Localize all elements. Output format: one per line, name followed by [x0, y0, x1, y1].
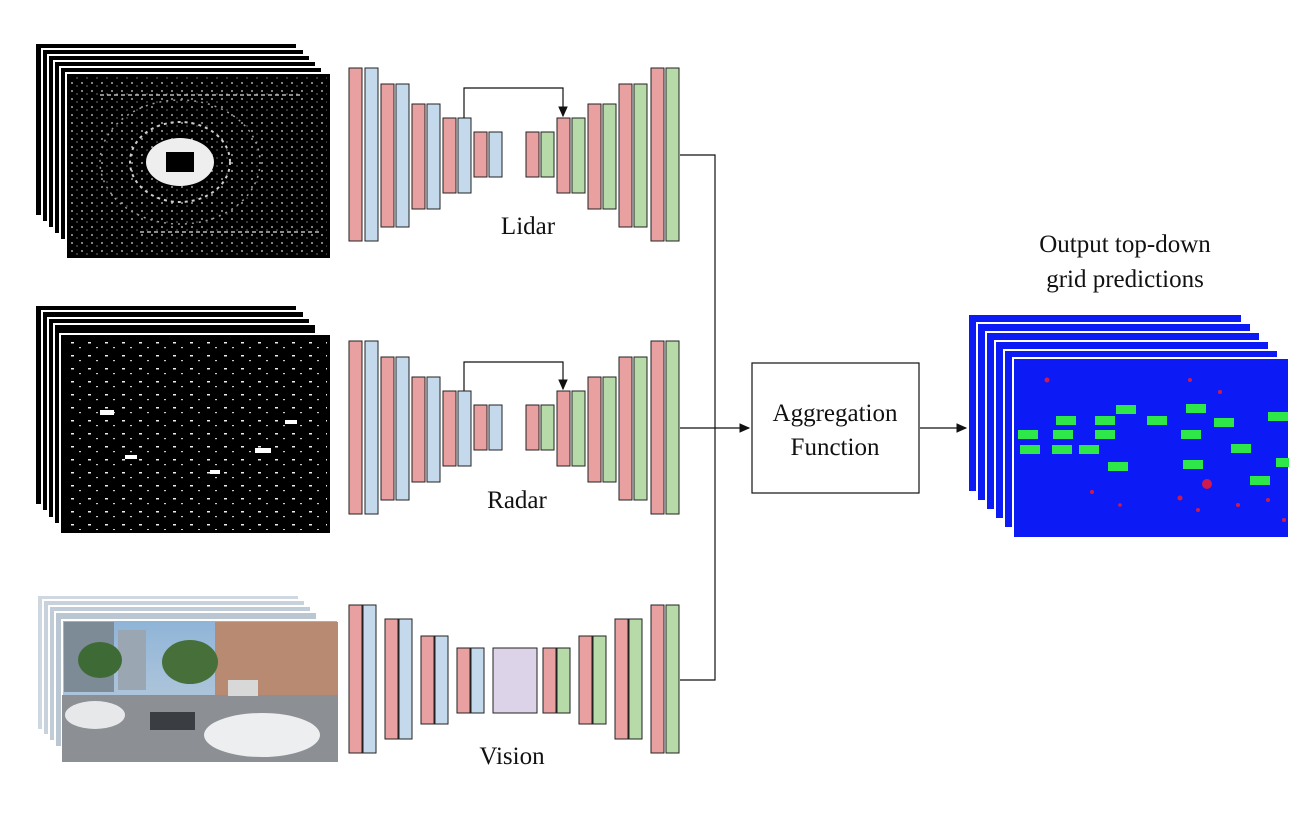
- fusion-connectors: [680, 154, 968, 681]
- lidar-encoder-block: [488, 131, 503, 178]
- radar-decoder-block: [602, 376, 617, 483]
- lidar-encoder-block: [380, 83, 395, 228]
- radar-decoder-block: [633, 356, 648, 501]
- output-stack: Output top-down grid predictions: [967, 231, 1290, 539]
- lidar-encoder-block: [426, 103, 441, 210]
- radar-label: Radar: [487, 487, 547, 514]
- radar-encoder-block: [380, 356, 395, 501]
- radar-decoder-block: [556, 390, 571, 467]
- radar-encoder-block: [473, 404, 488, 451]
- vision-front-frame: [61, 619, 339, 763]
- lidar-encoder-block: [395, 83, 410, 228]
- radar-decoder-block: [525, 404, 540, 451]
- radar-skip-connection: [463, 361, 568, 391]
- vision-decoder-block: [578, 635, 593, 725]
- vision-encoder-block: [420, 635, 435, 725]
- lidar-front-frame: [65, 72, 332, 260]
- aggregation-function-box: Aggregation Function: [751, 362, 920, 494]
- radar-encoder-block: [488, 404, 503, 451]
- radar-decoder-block: [665, 340, 680, 515]
- vision-encoder-block: [362, 604, 377, 754]
- lidar-decoder-block: [633, 83, 648, 228]
- lidar-encoder-block: [457, 117, 472, 194]
- lidar-decoder-block: [556, 117, 571, 194]
- lidar-decoder-block: [602, 103, 617, 210]
- lidar-decoder-block: [525, 131, 540, 178]
- vision-bottleneck-block: [492, 647, 538, 714]
- aggregation-label-line1: Aggregation: [773, 400, 898, 427]
- lidar-skip-connection: [463, 87, 568, 118]
- radar-encoder-block: [411, 376, 426, 483]
- radar-encoder-block: [348, 340, 363, 515]
- vision-decoder-block: [556, 647, 571, 714]
- radar-input-stack: [34, 304, 332, 535]
- vision-encoder-block: [456, 647, 471, 714]
- radar-decoder-block: [540, 404, 555, 451]
- vision-encoder-block: [384, 618, 399, 740]
- output-title-line2: grid predictions: [1046, 266, 1204, 293]
- radar-encoder-block: [395, 356, 410, 501]
- lidar-decoder-block: [665, 67, 680, 242]
- radar-decoder-block: [571, 390, 586, 467]
- vision-encoder-block: [434, 635, 449, 725]
- radar-network: Radar: [348, 340, 680, 515]
- vision-decoder-block: [628, 618, 643, 740]
- vision-decoder-block: [592, 635, 607, 725]
- aggregation-label-line2: Function: [791, 434, 880, 461]
- radar-encoder-block: [426, 376, 441, 483]
- radar-front-frame: [59, 333, 332, 535]
- radar-encoder-block: [442, 390, 457, 467]
- lidar-encoder-block: [473, 131, 488, 178]
- lidar-decoder-block: [587, 103, 602, 210]
- lidar-encoder-block: [364, 67, 379, 242]
- radar-encoder-block: [457, 390, 472, 467]
- vision-encoder-block: [348, 604, 363, 754]
- radar-decoder-block: [650, 340, 665, 515]
- vision-decoder-block: [665, 604, 680, 754]
- radar-decoder-block: [618, 356, 633, 501]
- lidar-decoder-block: [650, 67, 665, 242]
- lidar-decoder-block: [618, 83, 633, 228]
- lidar-label: Lidar: [501, 213, 556, 240]
- vision-encoder-block: [398, 618, 413, 740]
- lidar-network: Lidar: [348, 67, 680, 242]
- vision-decoder-block: [542, 647, 557, 714]
- vision-network: Vision: [348, 604, 680, 770]
- vision-decoder-block: [614, 618, 629, 740]
- lidar-decoder-block: [540, 131, 555, 178]
- output-front-grid: [1012, 357, 1290, 539]
- lidar-encoder-block: [442, 117, 457, 194]
- output-title-line1: Output top-down: [1039, 231, 1211, 258]
- vision-label: Vision: [479, 743, 545, 770]
- lidar-input-stack: [34, 42, 332, 260]
- lidar-decoder-block: [571, 117, 586, 194]
- radar-encoder-block: [364, 340, 379, 515]
- vision-decoder-block: [650, 604, 665, 754]
- vision-input-stack: [36, 594, 339, 763]
- lidar-encoder-block: [348, 67, 363, 242]
- radar-decoder-block: [587, 376, 602, 483]
- lidar-encoder-block: [411, 103, 426, 210]
- vision-encoder-block: [470, 647, 485, 714]
